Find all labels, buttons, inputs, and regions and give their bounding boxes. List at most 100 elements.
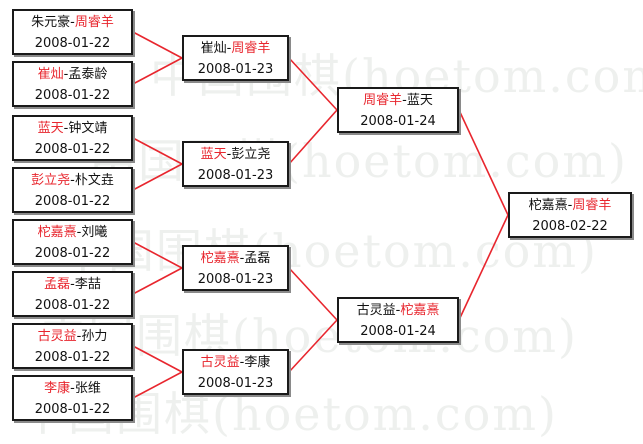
player-name: 李康	[244, 355, 271, 370]
player-name: 彭立尧	[231, 147, 271, 162]
match-box-round1-5: 柁嘉熹-刘曦 2008-01-22	[12, 219, 133, 265]
match-date: 2008-01-24	[360, 324, 436, 339]
match-date: 2008-01-22	[34, 350, 111, 365]
versus-dash: -	[567, 198, 573, 213]
match-players: 李康-张维	[14, 378, 131, 399]
match-date: 2008-01-24	[360, 114, 436, 129]
match-date: 2008-01-22	[34, 142, 111, 157]
match-date: 2008-01-23	[197, 168, 274, 183]
connector-line	[132, 241, 183, 269]
player-name: 朴文垚	[74, 173, 114, 188]
bracket-connectors	[132, 31, 509, 399]
match-players: 柁嘉熹-周睿羊	[510, 195, 630, 216]
versus-dash: -	[402, 93, 407, 108]
connector-line	[288, 57, 338, 111]
connector-line	[132, 137, 183, 165]
match-players: 彭立尧-朴文垚	[14, 170, 131, 191]
connector-line	[132, 31, 183, 59]
player-name: 孟磊	[244, 251, 271, 266]
versus-dash: -	[70, 15, 75, 30]
versus-dash: -	[70, 173, 75, 188]
player-name: 孟泰龄	[68, 67, 108, 82]
player-name: 古灵益	[200, 355, 240, 370]
match-box-round2-1: 崔灿-周睿羊 2008-01-23	[182, 35, 289, 81]
match-date: 2008-01-22	[34, 88, 111, 103]
player-name: 李喆	[74, 277, 101, 292]
match-players: 古灵益-孙力	[14, 326, 131, 347]
match-players: 崔灿-孟泰龄	[14, 64, 131, 85]
connector-line	[458, 214, 509, 321]
versus-dash: -	[63, 67, 69, 82]
match-box-round1-6: 孟磊-李喆 2008-01-22	[12, 271, 133, 317]
versus-dash: -	[70, 277, 75, 292]
player-name: 蓝天	[200, 147, 227, 162]
match-box-round1-3: 蓝天-钟文靖 2008-01-22	[12, 115, 133, 161]
player-name: 刘曦	[81, 225, 108, 240]
match-box-round2-3: 柁嘉熹-孟磊 2008-01-23	[182, 245, 289, 291]
versus-dash: -	[239, 251, 245, 266]
player-name: 古灵益	[356, 303, 396, 318]
versus-dash: -	[76, 225, 82, 240]
versus-dash: -	[63, 121, 69, 136]
match-box-round3-2: 古灵益-柁嘉熹 2008-01-24	[337, 297, 459, 343]
versus-dash: -	[395, 303, 401, 318]
player-name: 蓝天	[406, 93, 433, 108]
connector-line	[132, 371, 183, 399]
player-name: 崔灿	[37, 67, 64, 82]
match-players: 蓝天-钟文靖	[14, 118, 131, 139]
player-name: 孟磊	[44, 277, 71, 292]
connector-line	[132, 267, 183, 295]
player-name: 柁嘉熹	[37, 225, 77, 240]
match-date: 2008-01-22	[34, 194, 111, 209]
player-name: 周睿羊	[363, 93, 403, 108]
match-date: 2008-01-23	[197, 62, 274, 77]
player-name: 柁嘉熹	[400, 303, 440, 318]
match-box-round1-7: 古灵益-孙力 2008-01-22	[12, 323, 133, 369]
player-name: 崔灿	[200, 41, 227, 56]
match-date: 2008-01-22	[34, 298, 111, 313]
match-players: 古灵益-李康	[184, 352, 287, 373]
match-date: 2008-01-22	[34, 246, 111, 261]
player-name: 张维	[74, 381, 101, 396]
connector-line	[288, 267, 338, 321]
match-players: 孟磊-李喆	[14, 274, 131, 295]
match-box-round1-8: 李康-张维 2008-01-22	[12, 375, 133, 421]
connector-line	[288, 319, 338, 373]
connector-line	[458, 109, 509, 216]
match-players: 柁嘉熹-孟磊	[184, 248, 287, 269]
player-name: 钟文靖	[68, 121, 108, 136]
match-players: 崔灿-周睿羊	[184, 38, 287, 59]
match-box-round1-4: 彭立尧-朴文垚 2008-01-22	[12, 167, 133, 213]
match-date: 2008-01-22	[34, 402, 111, 417]
player-name: 蓝天	[37, 121, 64, 136]
match-players: 朱元豪-周睿羊	[14, 12, 131, 33]
player-name: 周睿羊	[572, 198, 612, 213]
versus-dash: -	[70, 381, 75, 396]
versus-dash: -	[226, 41, 232, 56]
connector-line	[132, 345, 183, 373]
match-box-round1-2: 崔灿-孟泰龄 2008-01-22	[12, 61, 133, 107]
versus-dash: -	[226, 147, 232, 162]
match-box-round1-1: 朱元豪-周睿羊 2008-01-22	[12, 9, 133, 55]
match-players: 柁嘉熹-刘曦	[14, 222, 131, 243]
connector-line	[288, 109, 338, 165]
player-name: 古灵益	[37, 329, 77, 344]
match-date: 2008-01-23	[197, 376, 274, 391]
player-name: 柁嘉熹	[528, 198, 568, 213]
match-date: 2008-01-23	[197, 272, 274, 287]
match-players: 周睿羊-蓝天	[339, 90, 457, 111]
player-name: 周睿羊	[74, 15, 114, 30]
match-players: 蓝天-彭立尧	[184, 144, 287, 165]
player-name: 柁嘉熹	[200, 251, 240, 266]
match-players: 古灵益-柁嘉熹	[339, 300, 457, 321]
versus-dash: -	[76, 329, 82, 344]
player-name: 彭立尧	[31, 173, 71, 188]
connector-line	[132, 163, 183, 191]
player-name: 朱元豪	[31, 15, 71, 30]
player-name: 李康	[44, 381, 71, 396]
versus-dash: -	[239, 355, 245, 370]
match-date: 2008-01-22	[34, 36, 111, 51]
match-box-round2-2: 蓝天-彭立尧 2008-01-23	[182, 141, 289, 187]
connector-line	[132, 57, 183, 85]
match-date: 2008-02-22	[532, 219, 608, 234]
